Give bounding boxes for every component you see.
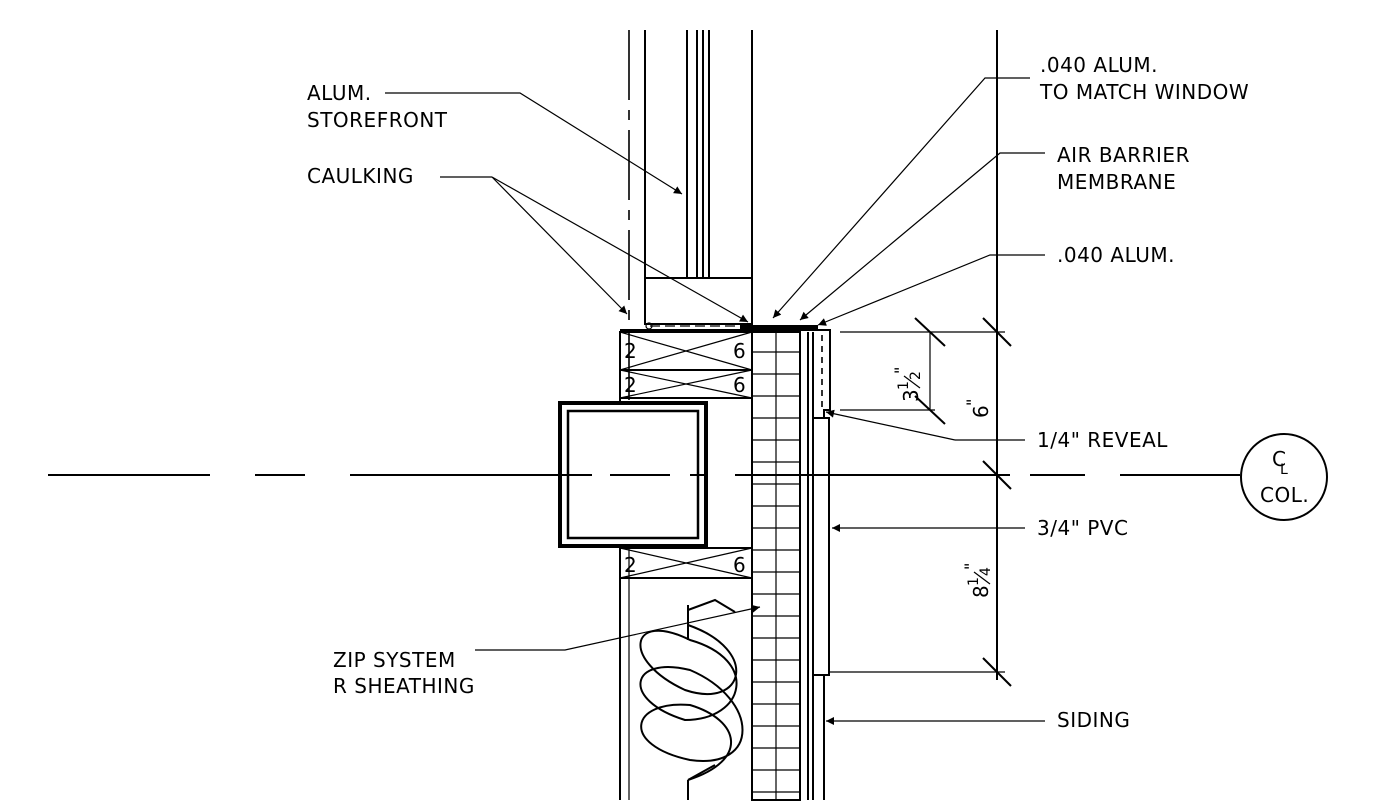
label-alum-match-line2: TO MATCH WINDOW xyxy=(1039,80,1249,104)
wood-blocking-upper: 2 6 2 6 xyxy=(619,331,753,399)
column-centerline-marker: C L COL. xyxy=(1240,433,1328,521)
label-siding: SIDING xyxy=(1057,708,1130,732)
label-zip-line1: ZIP SYSTEM xyxy=(333,648,456,672)
dim-unit: " xyxy=(961,563,980,570)
centerline-symbol-sub: L xyxy=(1280,462,1288,478)
callout-reveal: 1/4" REVEAL xyxy=(825,409,1168,452)
dim-whole: 6 xyxy=(969,405,993,418)
dim-8-1-4: 8 1 4 " xyxy=(961,563,994,598)
lumber-size-left: 2 xyxy=(624,373,637,397)
centerline-symbol: C xyxy=(1272,447,1286,471)
dim-den: 4 xyxy=(978,567,994,576)
sill-flashing xyxy=(620,322,818,331)
dim-whole: 3 xyxy=(899,389,923,402)
lumber-size-right: 6 xyxy=(733,373,746,397)
exterior-layers xyxy=(807,329,831,800)
dim-num: 1 xyxy=(966,577,982,586)
column-label: COL. xyxy=(1260,483,1309,507)
dim-unit: " xyxy=(963,399,982,406)
lumber-size-left: 2 xyxy=(624,339,637,363)
callout-alum-match: .040 ALUM. TO MATCH WINDOW xyxy=(772,53,1249,319)
callout-storefront: ALUM. STOREFRONT xyxy=(307,81,683,195)
callout-zip: ZIP SYSTEM R SHEATHING xyxy=(333,604,761,698)
label-zip-line2: R SHEATHING xyxy=(333,674,475,698)
label-air-barrier-line1: AIR BARRIER xyxy=(1057,143,1190,167)
dim-3-1-2: 3 1 2 " xyxy=(891,367,924,402)
lumber-size-right: 6 xyxy=(733,553,746,577)
dim-6: 6 " xyxy=(963,399,993,418)
label-caulking: CAULKING xyxy=(307,164,414,188)
lumber-size-right: 6 xyxy=(733,339,746,363)
label-reveal: 1/4" REVEAL xyxy=(1037,428,1168,452)
callout-caulking: CAULKING xyxy=(307,164,749,323)
callout-pvc: 3/4" PVC xyxy=(832,516,1128,540)
dim-whole: 8 xyxy=(969,585,993,598)
zip-sheathing xyxy=(751,331,801,801)
label-pvc: 3/4" PVC xyxy=(1037,516,1128,540)
callout-siding: SIDING xyxy=(826,708,1130,732)
label-storefront-line1: ALUM. xyxy=(307,81,372,105)
dim-unit: " xyxy=(891,367,910,374)
dimension-lines xyxy=(830,317,1012,687)
label-air-barrier-line2: MEMBRANE xyxy=(1057,170,1176,194)
dim-den: 2 xyxy=(908,371,924,380)
storefront-frame xyxy=(644,30,753,332)
callout-alum: .040 ALUM. xyxy=(817,243,1175,326)
dim-num: 1 xyxy=(896,381,912,390)
label-alum: .040 ALUM. xyxy=(1057,243,1175,267)
lumber-size-left: 2 xyxy=(624,553,637,577)
label-storefront-line2: STOREFRONT xyxy=(307,108,448,132)
wood-blocking-lower: 2 6 xyxy=(619,547,753,579)
callout-air-barrier: AIR BARRIER MEMBRANE xyxy=(799,143,1190,321)
label-alum-match-line1: .040 ALUM. xyxy=(1040,53,1158,77)
